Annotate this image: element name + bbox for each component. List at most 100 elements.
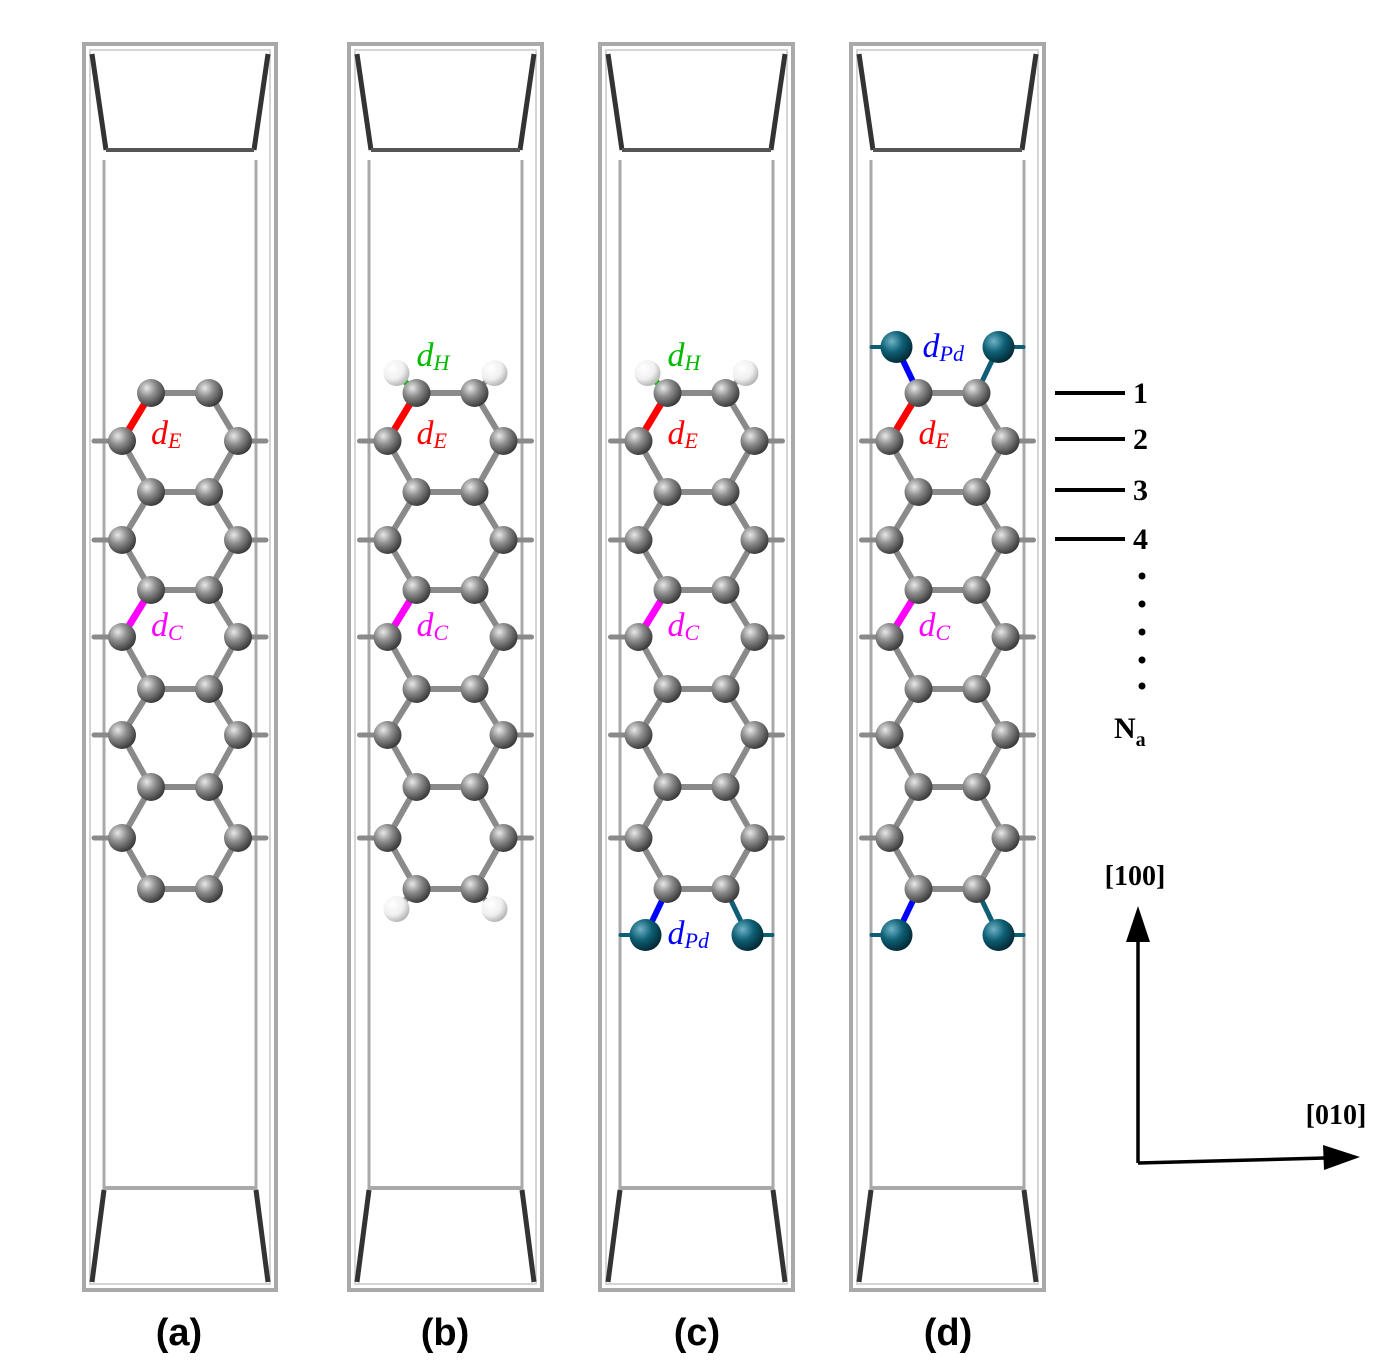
cell-edge [856, 53, 876, 151]
carbon-atom [991, 721, 1020, 749]
cell-outline-inner [354, 49, 537, 1285]
cell-outline [82, 42, 278, 1292]
panel-label-d: (d) [924, 1312, 973, 1354]
carbon-atom [489, 623, 518, 651]
carbon-atom [991, 824, 1020, 852]
hydrogen-atom [634, 360, 661, 386]
carbon-atom [108, 623, 136, 651]
ellipsis-dot [1138, 628, 1146, 636]
carbon-atom [740, 721, 769, 749]
carbon-atom [137, 379, 165, 407]
carbon-atom [224, 623, 252, 651]
cell-edge [856, 1189, 874, 1283]
carbon-atom [904, 875, 933, 903]
ellipsis-dot [1138, 656, 1146, 664]
carbon-atom [373, 824, 402, 852]
carbon-atom [624, 623, 653, 651]
hydrogen-atom [383, 360, 410, 386]
carbon-atom [711, 576, 740, 604]
bond-label-dC: dC [668, 607, 700, 645]
carbon-atom [195, 379, 223, 407]
carbon-atom [875, 526, 904, 554]
carbon-atom [711, 675, 740, 703]
carbon-atom [653, 576, 682, 604]
palladium-atom [982, 919, 1015, 951]
ellipsis-dot [1138, 600, 1146, 608]
carbon-atom [875, 623, 904, 651]
carbon-atom [373, 427, 402, 455]
carbon-atom [137, 773, 165, 801]
cell-edge [89, 1189, 107, 1283]
cell-edge [770, 1189, 788, 1283]
carbon-atom [875, 824, 904, 852]
carbon-atom [711, 478, 740, 506]
layer-label-3: 3 [1133, 474, 1148, 507]
carbon-atom [402, 675, 431, 703]
cell-edge [89, 53, 109, 151]
cell-outline [849, 42, 1046, 1292]
carbon-atom [962, 875, 991, 903]
bond-label-dC: dC [417, 607, 449, 645]
carbon-atom [460, 478, 489, 506]
carbon-atom [904, 379, 933, 407]
arrow-right-icon [1323, 1145, 1360, 1170]
carbon-atom [137, 675, 165, 703]
carbon-atom [653, 379, 682, 407]
carbon-atom [460, 576, 489, 604]
cell-edge [1021, 1189, 1039, 1283]
carbon-atom [904, 675, 933, 703]
carbon-atom [624, 526, 653, 554]
cell-edge [253, 1189, 271, 1283]
crystal-axes: [100] [010] [1105, 861, 1366, 1170]
carbon-atom [653, 675, 682, 703]
arrow-up-icon [1126, 906, 1150, 942]
carbon-atom [740, 427, 769, 455]
carbon-atom [991, 427, 1020, 455]
carbon-atom [224, 526, 252, 554]
axis-label-100: [100] [1105, 861, 1166, 892]
carbon-atom [962, 773, 991, 801]
carbon-atom [653, 478, 682, 506]
carbon-atom [402, 576, 431, 604]
palladium-atom [731, 919, 764, 951]
cell-outline-inner [89, 49, 271, 1285]
carbon-atom [224, 721, 252, 749]
carbon-atom [373, 721, 402, 749]
carbon-atom [740, 623, 769, 651]
cell-outline [598, 42, 795, 1292]
carbon-atom [402, 875, 431, 903]
layer-label-1: 1 [1133, 377, 1148, 410]
bond-label-dE: dE [417, 415, 448, 453]
hydrogen-atom [481, 896, 508, 922]
layer-count-label: Na [1114, 712, 1146, 751]
ellipsis-dot [1138, 682, 1146, 690]
carbon-atom [624, 824, 653, 852]
carbon-atom [624, 721, 653, 749]
carbon-atom [460, 379, 489, 407]
bond-label-dC: dC [919, 607, 951, 645]
carbon-atom [195, 478, 223, 506]
bond-label-dPd: dPd [668, 915, 710, 953]
cell-edge [354, 53, 374, 151]
cell-edge [519, 1189, 537, 1283]
carbon-atom [653, 875, 682, 903]
bond-label-dE: dE [151, 415, 182, 453]
carbon-atom [402, 773, 431, 801]
bond-label-dE: dE [668, 415, 699, 453]
hydrogen-atom [383, 896, 410, 922]
panel-label-b: (b) [421, 1312, 470, 1354]
carbon-atom [137, 478, 165, 506]
carbon-atom [962, 576, 991, 604]
carbon-atom [991, 623, 1020, 651]
carbon-atom [904, 773, 933, 801]
axis-horizontal [1137, 1156, 1326, 1165]
carbon-atom [460, 675, 489, 703]
ellipsis-dot [1138, 572, 1146, 580]
panel-label-a: (a) [156, 1312, 202, 1354]
carbon-atom [460, 875, 489, 903]
carbon-atom [108, 824, 136, 852]
